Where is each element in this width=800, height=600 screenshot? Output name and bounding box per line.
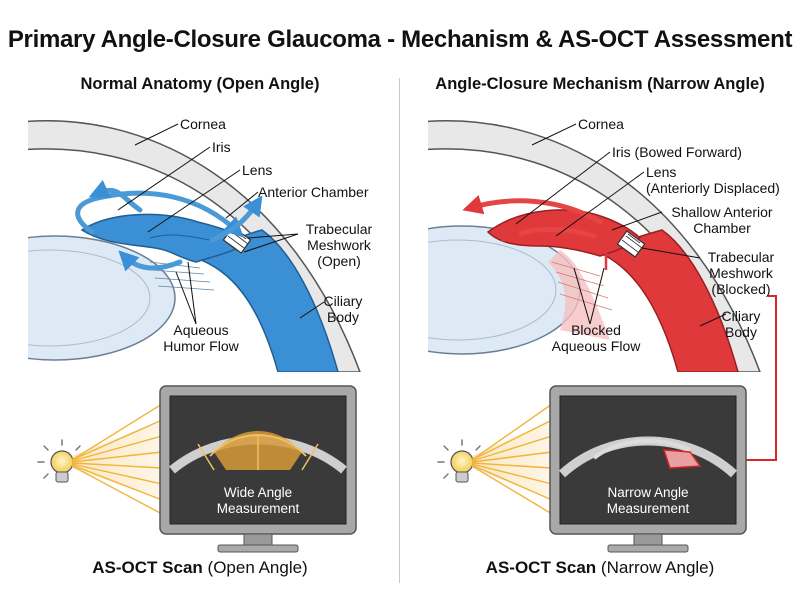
- label-trabecular-left: Trabecular Meshwork (Open): [305, 221, 373, 269]
- normal-anatomy-heading: Normal Anatomy (Open Angle): [80, 75, 320, 93]
- label-cornea-left: Cornea: [180, 116, 226, 132]
- label-trabecular-right: Trabecular Meshwork (Blocked): [707, 249, 775, 297]
- label-blocked-flow: Blocked Aqueous Flow: [551, 322, 641, 354]
- iris-left: [80, 213, 252, 263]
- wide-angle-measurement-text: Wide Angle Measurement: [216, 485, 300, 516]
- label-iris-left: Iris: [212, 139, 231, 155]
- lens-left: [28, 235, 176, 361]
- light-bulb-icon: [437, 439, 481, 483]
- as-oct-device-right: [437, 385, 747, 553]
- trabecular-meshwork-right: [616, 230, 646, 258]
- flow-arrow-left-3: [118, 250, 183, 272]
- label-anterior-chamber-left: Anterior Chamber: [258, 184, 369, 200]
- angle-closure-heading: Angle-Closure Mechanism (Narrow Angle): [435, 75, 765, 93]
- caption-open-angle: AS-OCT Scan (Open Angle): [92, 558, 308, 577]
- narrow-angle-measurement-text: Narrow Angle Measurement: [606, 485, 690, 516]
- blocked-arrow-1: [462, 194, 603, 225]
- label-shallow-chamber: Shallow Anterior Chamber: [671, 204, 773, 236]
- panel-divider: [399, 78, 400, 583]
- label-cornea-right: Cornea: [578, 116, 624, 132]
- caption-narrow-angle: AS-OCT Scan (Narrow Angle): [485, 558, 715, 577]
- label-ciliary-right: Ciliary Body: [721, 308, 761, 340]
- cornea-right: [428, 120, 761, 372]
- label-ciliary-left: Ciliary Body: [323, 293, 363, 325]
- label-aqueous-flow-left: Aqueous Humor Flow: [163, 322, 239, 354]
- normal-eye-diagram: [28, 120, 361, 372]
- blocked-arrow-2: [500, 223, 597, 243]
- flow-arrow-left-4: [209, 195, 263, 243]
- closure-eye-diagram: [428, 120, 761, 372]
- light-bulb-icon: [37, 439, 81, 483]
- flow-arrow-left-2: [88, 179, 143, 213]
- label-iris-right: Iris (Bowed Forward): [612, 144, 742, 160]
- label-lens-right: Lens (Anteriorly Displaced): [646, 164, 780, 196]
- as-oct-device-left: [37, 385, 357, 553]
- page-title: Primary Angle-Closure Glaucoma - Mechani…: [7, 26, 793, 53]
- label-lens-left: Lens: [242, 162, 273, 178]
